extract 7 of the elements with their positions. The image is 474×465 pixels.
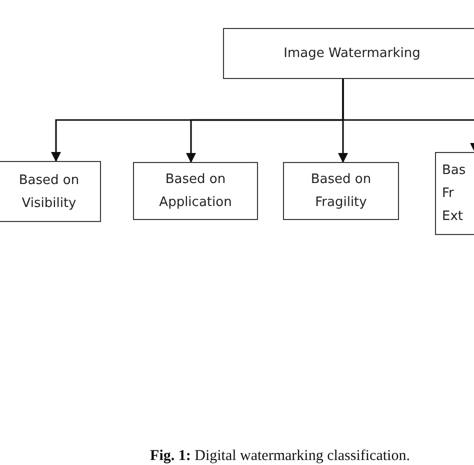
category-box: Bas Fr Ext — [435, 152, 474, 235]
category-box: Based on Fragility — [283, 162, 399, 220]
category-box: Image Watermarking — [223, 28, 474, 79]
category-box: Based on Application — [133, 162, 258, 220]
category-box: Based on Visibility — [0, 161, 101, 222]
figure-caption: Fig. 1: Digital watermarking classification. — [149, 448, 411, 465]
arrow — [342, 79, 474, 153]
